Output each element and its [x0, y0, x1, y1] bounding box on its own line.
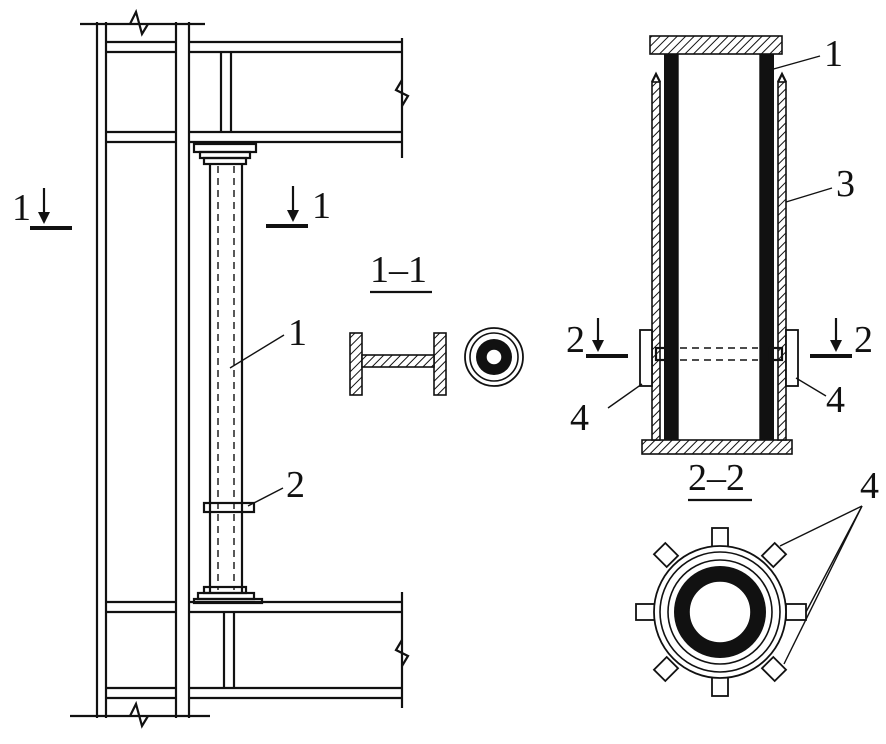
- section-2-right-number: 2: [854, 319, 873, 361]
- brace-stud: [202, 501, 256, 514]
- bottom-break-mark: [70, 700, 210, 729]
- frame-column-left: [95, 22, 108, 718]
- label-right-4-left: 4: [570, 397, 589, 439]
- top-break-mark: [80, 8, 205, 37]
- section-2-title: 2–2: [688, 457, 745, 499]
- section-mark-2-right: 2: [810, 318, 873, 361]
- leader-1: 1: [229, 312, 307, 369]
- tube-section: [464, 327, 524, 387]
- section-1-left-number: 1: [12, 187, 31, 229]
- left-elevation: 1 2 1 1: [12, 8, 410, 729]
- i-beam-section: [349, 332, 447, 396]
- label-right-3: 3: [836, 163, 855, 205]
- section-2-left-number: 2: [566, 319, 585, 361]
- leader-right-3: 3: [785, 163, 855, 205]
- section-1-right-number: 1: [312, 185, 331, 227]
- bottom-plate: [641, 439, 793, 455]
- frame-column-right: [174, 22, 191, 718]
- label-bottom-4: 4: [860, 465, 879, 507]
- outer-sleeve: [651, 71, 787, 441]
- leader-right-4-left: 4: [570, 383, 643, 439]
- top-plate: [649, 35, 783, 55]
- leader-2: 2: [247, 464, 305, 507]
- right-detail: 1 3 4 4 2 2: [566, 33, 873, 455]
- upper-beam: [106, 38, 410, 158]
- section-mark-1-left: 1: [12, 187, 72, 230]
- section-mark-1-right: 1: [266, 185, 331, 228]
- section-2-2: 2–2 4: [635, 457, 879, 697]
- label-right-4-right: 4: [826, 379, 845, 421]
- brace-column: [192, 142, 264, 605]
- label-2-stud: 2: [286, 464, 305, 506]
- leader-right-4-right: 4: [795, 377, 845, 421]
- leader-right-1: 1: [769, 33, 843, 75]
- ring-lugs: [635, 527, 807, 697]
- section-1-title: 1–1: [370, 249, 427, 291]
- leader-bottom-4: 4: [779, 465, 879, 665]
- section-1-1: 1–1: [349, 249, 524, 396]
- inner-tube: [664, 54, 774, 440]
- ring-section: [653, 545, 787, 679]
- label-right-1: 1: [824, 33, 843, 75]
- anchor-lugs: [639, 329, 799, 387]
- lower-beam: [106, 592, 410, 708]
- label-1-brace: 1: [288, 312, 307, 354]
- section-mark-2-left: 2: [566, 318, 628, 361]
